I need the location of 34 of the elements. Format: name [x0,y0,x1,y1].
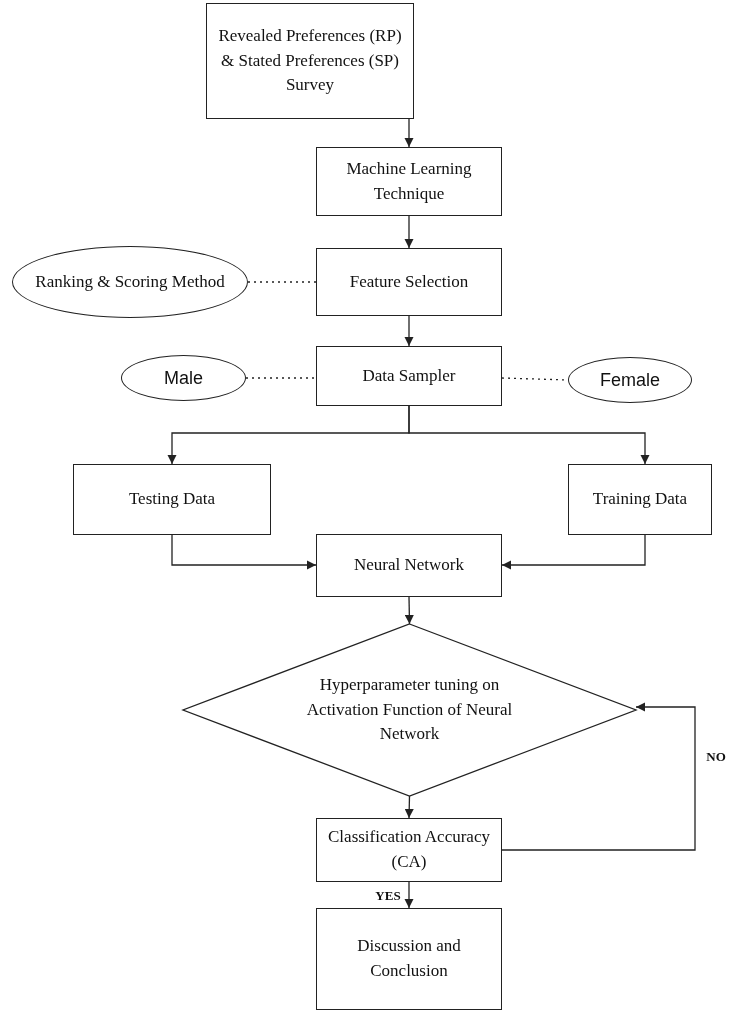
node-label: Feature Selection [349,270,469,293]
arrow [171,534,317,570]
dotted-connector [245,377,317,379]
process-box [568,464,712,535]
process-box [206,3,414,119]
arrow [404,596,414,625]
process-box [316,248,502,316]
node-label: Neural Network [354,554,464,577]
node-label: Hyperparameter tuning on Activation Function of Neural Network [305,674,514,746]
node-label: Data Sampler [362,364,456,387]
process-box [316,534,502,597]
arrow [501,702,696,851]
arrow [404,881,414,909]
process-box [316,818,502,882]
node-label: Training Data [592,488,688,511]
arrow [404,215,414,249]
arrow [408,405,650,465]
node-label: Machine Learning Technique [345,157,473,205]
node-label: Testing Data [128,488,216,511]
node-label: Ranking & Scoring Method [35,270,225,293]
node-label: Male [164,366,203,390]
node-label: Classification Accuracy (CA) [327,826,491,873]
process-box [73,464,271,535]
arrow [501,534,646,570]
process-box [316,147,502,216]
arrow [404,315,414,347]
process-box [316,908,502,1010]
arrow [404,118,414,148]
node-label: Female [600,368,660,392]
node-label: Revealed Preferences (RP) & Stated Preferences (SP) Survey [217,25,403,97]
process-box [316,346,502,406]
dotted-connector [247,281,317,283]
arrow [404,795,414,819]
node-label: Discussion and Conclusion [356,935,462,982]
